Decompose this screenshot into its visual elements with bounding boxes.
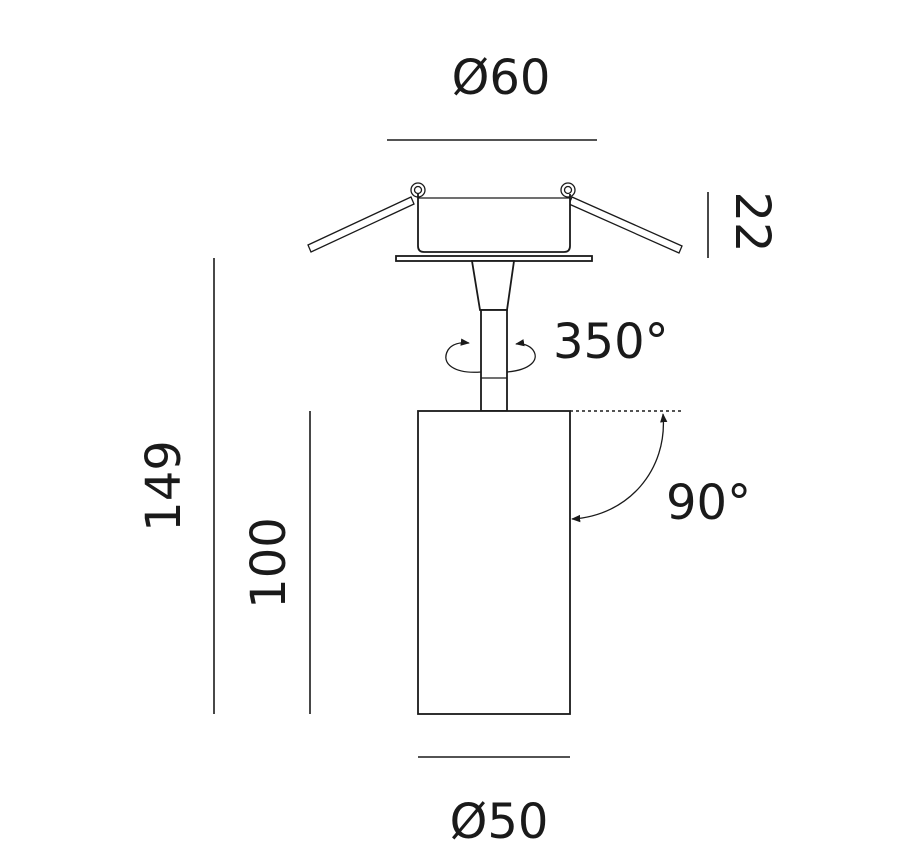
right-spring-clip — [568, 196, 683, 254]
rotation-arrow-right — [506, 339, 536, 373]
rotation-arrow-left — [445, 338, 482, 373]
top-diameter-label: Ø60 — [452, 50, 551, 106]
rotation-angle-label: 350° — [553, 314, 669, 370]
tilt-angle-label: 90° — [666, 475, 751, 531]
right-spring-pivot-inner — [563, 185, 573, 195]
flange-height-label: 22 — [724, 191, 780, 252]
body-height-label: 100 — [241, 517, 297, 609]
right-spring-pivot — [560, 182, 576, 198]
stem-upper — [470, 260, 516, 311]
cylinder-body — [417, 410, 571, 715]
left-spring-pivot-inner — [413, 185, 423, 195]
tilt-indicator — [570, 410, 684, 523]
left-spring-clip — [307, 196, 415, 253]
total-height-label: 149 — [136, 440, 192, 532]
housing-cup — [417, 194, 571, 253]
tilt-arrow-arc — [571, 413, 668, 523]
stem — [470, 260, 516, 412]
rotation-indicator — [445, 338, 536, 373]
bottom-diameter-label: Ø50 — [450, 794, 549, 850]
mounting-housing — [307, 182, 683, 262]
left-spring-pivot — [410, 182, 426, 198]
stem-shaft — [480, 309, 508, 412]
